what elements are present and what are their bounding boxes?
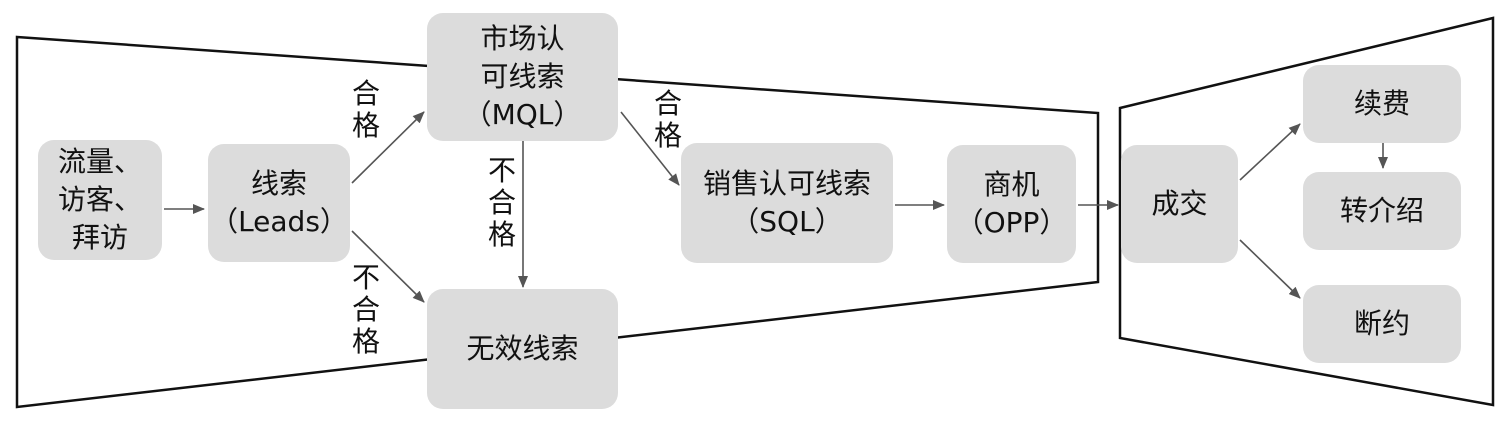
label-mql-to-invalid-char-1: 不	[487, 154, 516, 187]
node-mql-line-2: 可线索	[480, 60, 565, 93]
arrow-deal-to-renew	[1239, 123, 1301, 181]
node-deal-line-1: 成交	[1151, 187, 1208, 220]
node-opp: 商机 （OPP）	[947, 145, 1076, 263]
arrow-leads-to-mql	[351, 111, 425, 184]
node-deal: 成交	[1121, 145, 1238, 263]
node-leads-line-2: （Leads）	[210, 205, 348, 238]
label-leads-to-invalid: 不 合 格	[348, 262, 384, 358]
label-leads-to-invalid-char-2: 合	[351, 293, 380, 326]
retention-funnel-outline	[1118, 16, 1495, 407]
label-mql-to-sql-char-1: 合	[653, 87, 682, 120]
node-leads-line-1: 线索	[250, 167, 307, 200]
node-referral: 转介绍	[1303, 172, 1461, 250]
arrow-deal-to-churn	[1239, 239, 1301, 299]
node-renew: 续费	[1303, 65, 1461, 143]
label-mql-to-invalid-char-3: 格	[487, 218, 516, 251]
node-sql-line-2: （SQL）	[731, 205, 843, 238]
node-traffic: 流量、 访客、 拜访	[38, 140, 162, 260]
node-mql: 市场认 可线索 （MQL）	[427, 13, 618, 141]
label-leads-to-mql-char-1: 合	[351, 77, 380, 110]
node-leads: 线索 （Leads）	[208, 144, 350, 262]
node-sql-line-1: 销售认可线索	[702, 167, 871, 200]
node-opp-line-1: 商机	[983, 168, 1040, 201]
node-invalid-line-1: 无效线索	[466, 332, 579, 365]
label-leads-to-invalid-char-1: 不	[351, 261, 380, 294]
node-traffic-line-1: 流量、	[57, 145, 142, 178]
node-churn: 断约	[1303, 285, 1461, 363]
node-churn-line-1: 断约	[1353, 307, 1410, 340]
label-mql-to-invalid-char-2: 合	[487, 186, 516, 219]
arrow-leads-to-invalid	[351, 230, 425, 303]
label-mql-to-invalid: 不 合 格	[484, 155, 520, 251]
node-opp-line-2: （OPP）	[955, 206, 1068, 239]
node-mql-line-1: 市场认	[480, 22, 565, 55]
node-traffic-line-2: 访客、	[57, 183, 142, 216]
arrow-mql-to-sql	[620, 111, 680, 186]
node-referral-line-1: 转介绍	[1339, 194, 1424, 227]
label-leads-to-mql: 合 格	[348, 78, 384, 142]
node-sql: 销售认可线索 （SQL）	[681, 143, 893, 263]
acquisition-funnel-outline	[15, 35, 1100, 409]
node-traffic-line-3: 拜访	[71, 221, 128, 254]
node-invalid-leads: 无效线索	[427, 289, 618, 409]
node-mql-line-3: （MQL）	[463, 98, 582, 131]
label-leads-to-mql-char-2: 格	[351, 109, 380, 142]
label-leads-to-invalid-char-3: 格	[351, 325, 380, 358]
label-mql-to-sql: 合 格	[650, 88, 686, 152]
node-renew-line-1: 续费	[1353, 87, 1410, 120]
label-mql-to-sql-char-2: 格	[653, 119, 682, 152]
